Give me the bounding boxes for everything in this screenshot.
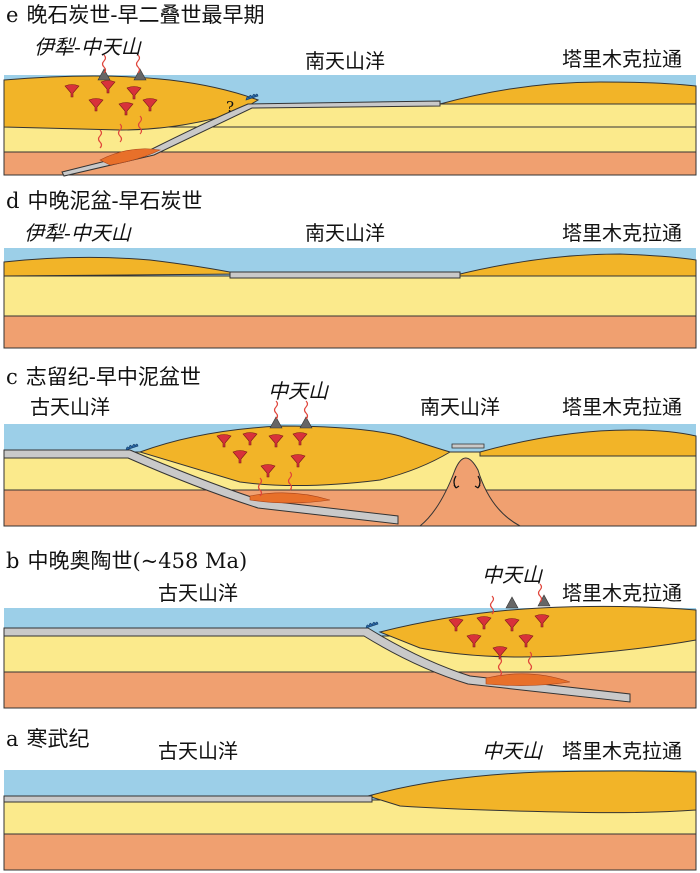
panel-a-label-central-tianshan: 中天山 bbox=[482, 739, 544, 763]
panel-e-label-south-tianshan-ocean: 南天山洋 bbox=[305, 49, 385, 73]
volcano-icon bbox=[97, 68, 111, 81]
convection-arrow-icon bbox=[474, 475, 481, 489]
subducting-slab bbox=[3, 627, 631, 703]
panel-d-label-ili: 伊犁-中天山 bbox=[24, 221, 133, 245]
panel-c-label-central-tianshan: 中天山 bbox=[268, 379, 330, 403]
subducting-slab bbox=[3, 449, 399, 525]
convection-arrow-icon bbox=[453, 475, 460, 489]
panel-c-label-paleo-tianshan-ocean: 古天山洋 bbox=[30, 395, 110, 419]
panel-c-label-tarim: 塔里木克拉通 bbox=[562, 395, 682, 419]
heat-flow-icon bbox=[303, 400, 309, 420]
central-tianshan-tarim-block bbox=[366, 770, 697, 814]
mantle bbox=[3, 833, 697, 871]
lower-crust bbox=[3, 275, 697, 317]
lower-crust bbox=[3, 126, 697, 153]
panel-e-label-ili: 伊犁-中天山 bbox=[34, 35, 143, 59]
oceanic-crust bbox=[229, 271, 461, 279]
tarim-craton bbox=[451, 253, 697, 277]
subducting-slab bbox=[61, 100, 441, 177]
panel-c-label-south-tianshan-ocean: 南天山洋 bbox=[420, 395, 500, 419]
oceanic-crust bbox=[451, 443, 485, 449]
oceanic-crust bbox=[3, 795, 373, 803]
magma-chamber bbox=[99, 148, 161, 166]
volcano-icon bbox=[505, 596, 519, 609]
panel-a-label-tarim: 塔里木克拉通 bbox=[562, 739, 682, 763]
heat-flow-icon bbox=[273, 400, 279, 420]
panel-d-label-south-tianshan-ocean: 南天山洋 bbox=[305, 221, 385, 245]
mantle-upwelling bbox=[418, 457, 521, 527]
panel-b-label-central-tianshan: 中天山 bbox=[482, 563, 544, 587]
magma-chamber bbox=[485, 673, 571, 686]
ili-central-tianshan-block bbox=[3, 256, 241, 277]
panel-e-label-tarim: 塔里木克拉通 bbox=[562, 47, 682, 71]
mantle bbox=[3, 489, 697, 527]
panel-a-label-paleo-tianshan-ocean: 古天山洋 bbox=[158, 739, 238, 763]
magma-chamber bbox=[249, 492, 331, 504]
panel-b-label-paleo-tianshan-ocean: 古天山洋 bbox=[158, 581, 238, 605]
panel-d-label-tarim: 塔里木克拉通 bbox=[562, 221, 682, 245]
question-mark: ? bbox=[226, 98, 234, 116]
mantle bbox=[3, 315, 697, 349]
tarim-craton bbox=[479, 429, 697, 457]
tarim-craton bbox=[439, 81, 697, 105]
panel-b-label-tarim: 塔里木克拉通 bbox=[562, 581, 682, 605]
